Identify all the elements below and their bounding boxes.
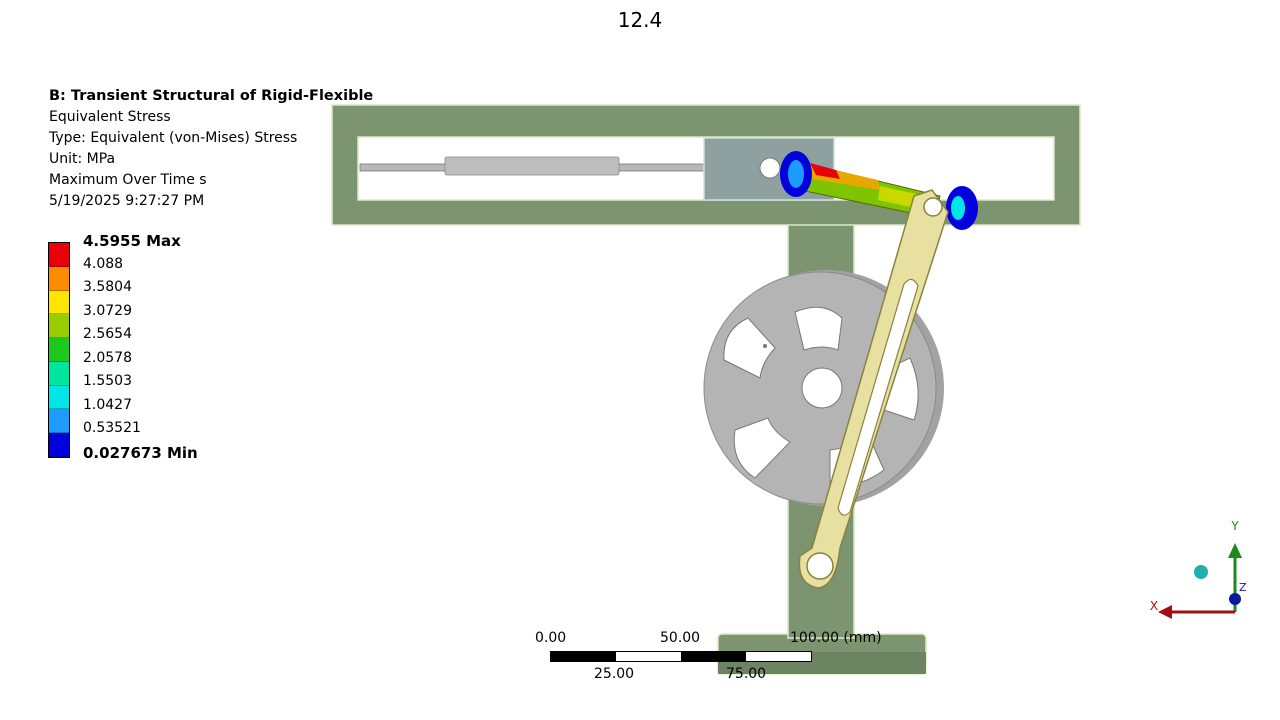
- piston-rod: [359, 156, 709, 176]
- legend-swatch: [49, 385, 69, 410]
- legend-swatch: [49, 314, 69, 339]
- legend-label: 0.027673 Min: [83, 444, 198, 462]
- result-name: Equivalent Stress: [49, 109, 171, 125]
- legend-label: 3.0729: [83, 302, 132, 319]
- legend-swatch: [49, 409, 69, 434]
- legend-swatch: [49, 433, 69, 457]
- legend-label: 2.0578: [83, 349, 132, 366]
- page-title: 12.4: [617, 8, 663, 32]
- legend-label: 1.5503: [83, 373, 132, 390]
- triad-iso-ball-icon[interactable]: [1194, 565, 1208, 579]
- scale-label-0: 0.00: [535, 630, 567, 646]
- legend-swatch: [49, 243, 69, 267]
- legend-label: 4.088: [83, 255, 124, 272]
- scale-bar: [550, 651, 812, 662]
- scale-label-25: 25.00: [594, 666, 635, 682]
- result-time: Maximum Over Time s: [49, 172, 207, 188]
- color-legend-bar: [48, 242, 70, 458]
- axis-triad[interactable]: Y X Z: [1140, 510, 1250, 620]
- legend-label: 2.5654: [83, 326, 132, 343]
- scale-label-75: 75.00: [726, 666, 767, 682]
- legend-swatch: [49, 266, 69, 291]
- scale-label-50: 50.00: [660, 630, 701, 646]
- legend-swatch: [49, 338, 69, 362]
- result-type: Type: Equivalent (von-Mises) Stress: [49, 130, 298, 146]
- result-timestamp: 5/19/2025 9:27:27 PM: [49, 193, 205, 209]
- legend-label: 4.5955 Max: [83, 232, 181, 250]
- triad-y-label: Y: [1230, 519, 1239, 533]
- scale-label-100: 100.00 (mm): [790, 630, 882, 646]
- triad-z-axis: [1229, 593, 1241, 605]
- triad-x-label: X: [1150, 599, 1158, 613]
- result-unit: Unit: MPa: [49, 151, 116, 167]
- legend-label: 0.53521: [83, 420, 141, 437]
- legend-swatch: [49, 361, 69, 386]
- legend-label: 1.0427: [83, 396, 132, 413]
- result-info-panel: B: Transient Structural of Rigid-Flexibl…: [49, 86, 373, 212]
- legend-label: 3.5804: [83, 279, 132, 296]
- legend-swatch: [49, 290, 69, 315]
- analysis-heading: B: Transient Structural of Rigid-Flexibl…: [49, 88, 374, 104]
- triad-z-label: Z: [1239, 581, 1247, 594]
- rocker-arm: [798, 189, 949, 589]
